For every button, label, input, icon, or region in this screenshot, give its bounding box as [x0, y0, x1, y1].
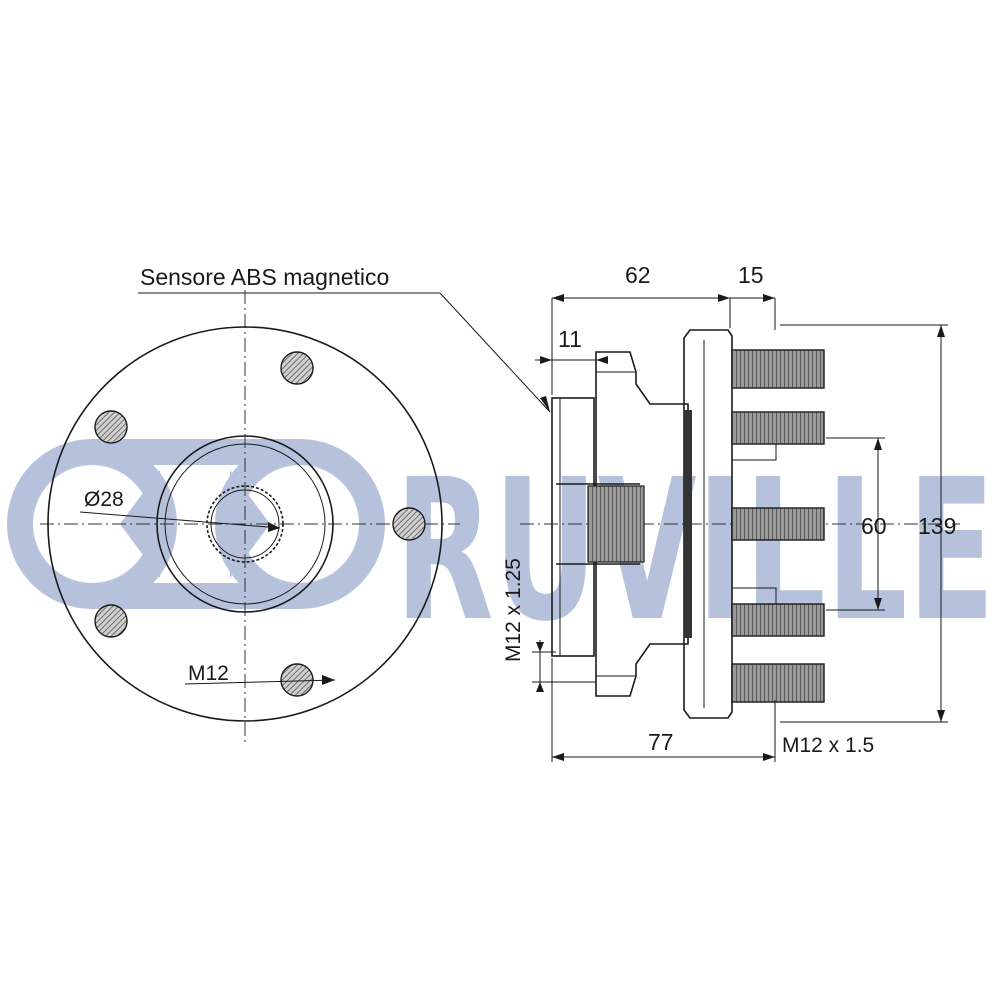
dim-hub-length: 62 [625, 262, 651, 288]
bolt-thread-front-label: M12 [188, 662, 229, 685]
ruville-watermark: RUVILLE [7, 437, 995, 664]
hub-outer-ring [156, 435, 334, 613]
wheel-stud [731, 507, 825, 541]
dim-overall-length: 77 [648, 729, 674, 755]
wheel-stud [731, 411, 825, 445]
ruville-wordmark: RUVILLE [395, 437, 995, 664]
wheel-stud [731, 349, 825, 389]
flange-outline [47, 326, 443, 722]
bolt-holes [94, 351, 426, 697]
bolt-thread-side-label: M12 x 1.25 [502, 558, 525, 662]
bolt-hole [280, 351, 314, 385]
wheel-stud [731, 603, 825, 637]
spline-bore [206, 485, 284, 563]
bolt-hole [392, 507, 426, 541]
ruville-logo-icon [7, 439, 385, 609]
dim-flange-offset: 15 [738, 262, 764, 288]
front-view: Ø28 M12 [40, 290, 460, 745]
bolt-hole [94, 410, 128, 444]
wheel-studs [731, 349, 825, 703]
abs-sensor-label: Sensore ABS magnetico [140, 264, 389, 290]
side-view: 62 15 11 60 139 77 M12 x 1.25 [502, 262, 960, 762]
abs-sensor-callout: Sensore ABS magnetico [138, 264, 551, 413]
bore-diameter-label: Ø28 [84, 488, 124, 511]
dim-stud-spacing: 60 [861, 513, 887, 539]
hub-inner-ring [164, 443, 326, 605]
dim-sensor-ring: 11 [558, 326, 582, 352]
stud-thread-label: M12 x 1.5 [782, 734, 874, 757]
bolt-hole [94, 604, 128, 638]
bolt-hole [280, 663, 314, 697]
wheel-stud [731, 663, 825, 703]
dim-flange-diameter: 139 [918, 513, 956, 539]
spline-shaft [587, 485, 645, 563]
